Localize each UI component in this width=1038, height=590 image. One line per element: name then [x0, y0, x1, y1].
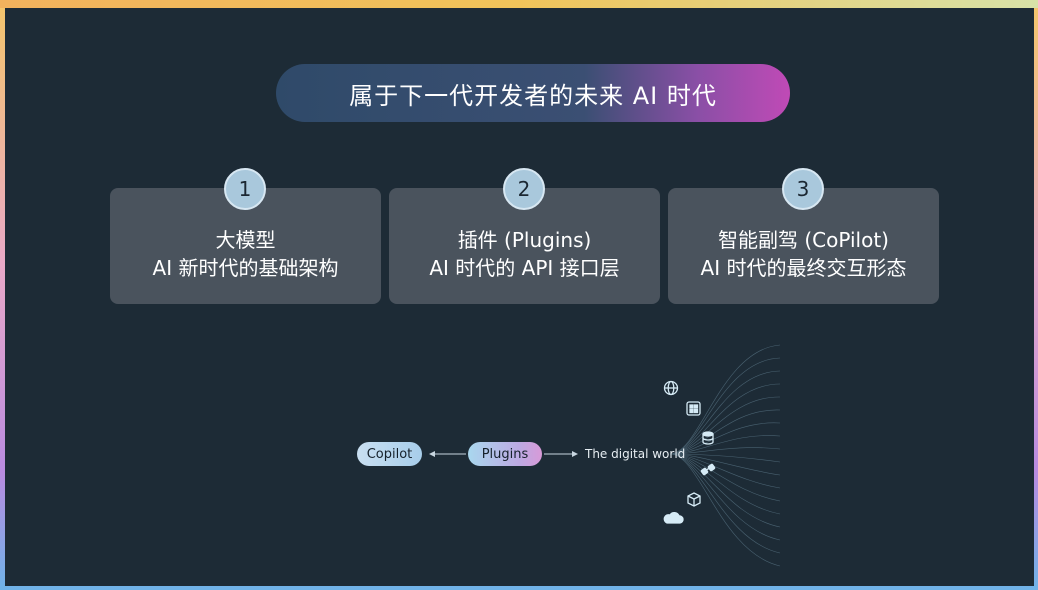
globe-icon	[663, 380, 679, 396]
card-title: 大模型	[215, 228, 276, 252]
top-border	[0, 0, 1038, 8]
apps-grid-icon	[686, 401, 701, 416]
database-icon	[702, 431, 714, 445]
card-subtitle: AI 时代的 API 接口层	[429, 256, 620, 280]
card-title: 智能副驾 (CoPilot)	[718, 228, 889, 252]
arrow-head-left	[429, 451, 435, 457]
slide-title: 属于下一代开发者的未来 AI 时代	[276, 64, 790, 122]
plugins-chip: Plugins	[468, 442, 542, 466]
plugins-label: Plugins	[481, 446, 529, 462]
card-subtitle: AI 时代的最终交互形态	[700, 256, 907, 280]
cloud-icon	[663, 511, 684, 524]
copilot-chip: Copilot	[357, 442, 422, 466]
connector-icon	[700, 463, 716, 476]
arrow-head-right	[572, 451, 578, 457]
copilot-label: Copilot	[366, 446, 413, 462]
slide-title-text: 属于下一代开发者的未来 AI 时代	[349, 81, 717, 110]
digital-world-label: The digital world	[585, 447, 686, 461]
card-number-badge: 1	[224, 168, 266, 210]
card-title: 插件 (Plugins)	[457, 228, 592, 252]
fan-lines	[669, 344, 781, 567]
card-number-badge: 3	[782, 168, 824, 210]
cube-icon	[687, 492, 701, 507]
card-subtitle: AI 新时代的基础架构	[152, 256, 339, 280]
card-number-badge: 2	[503, 168, 545, 210]
